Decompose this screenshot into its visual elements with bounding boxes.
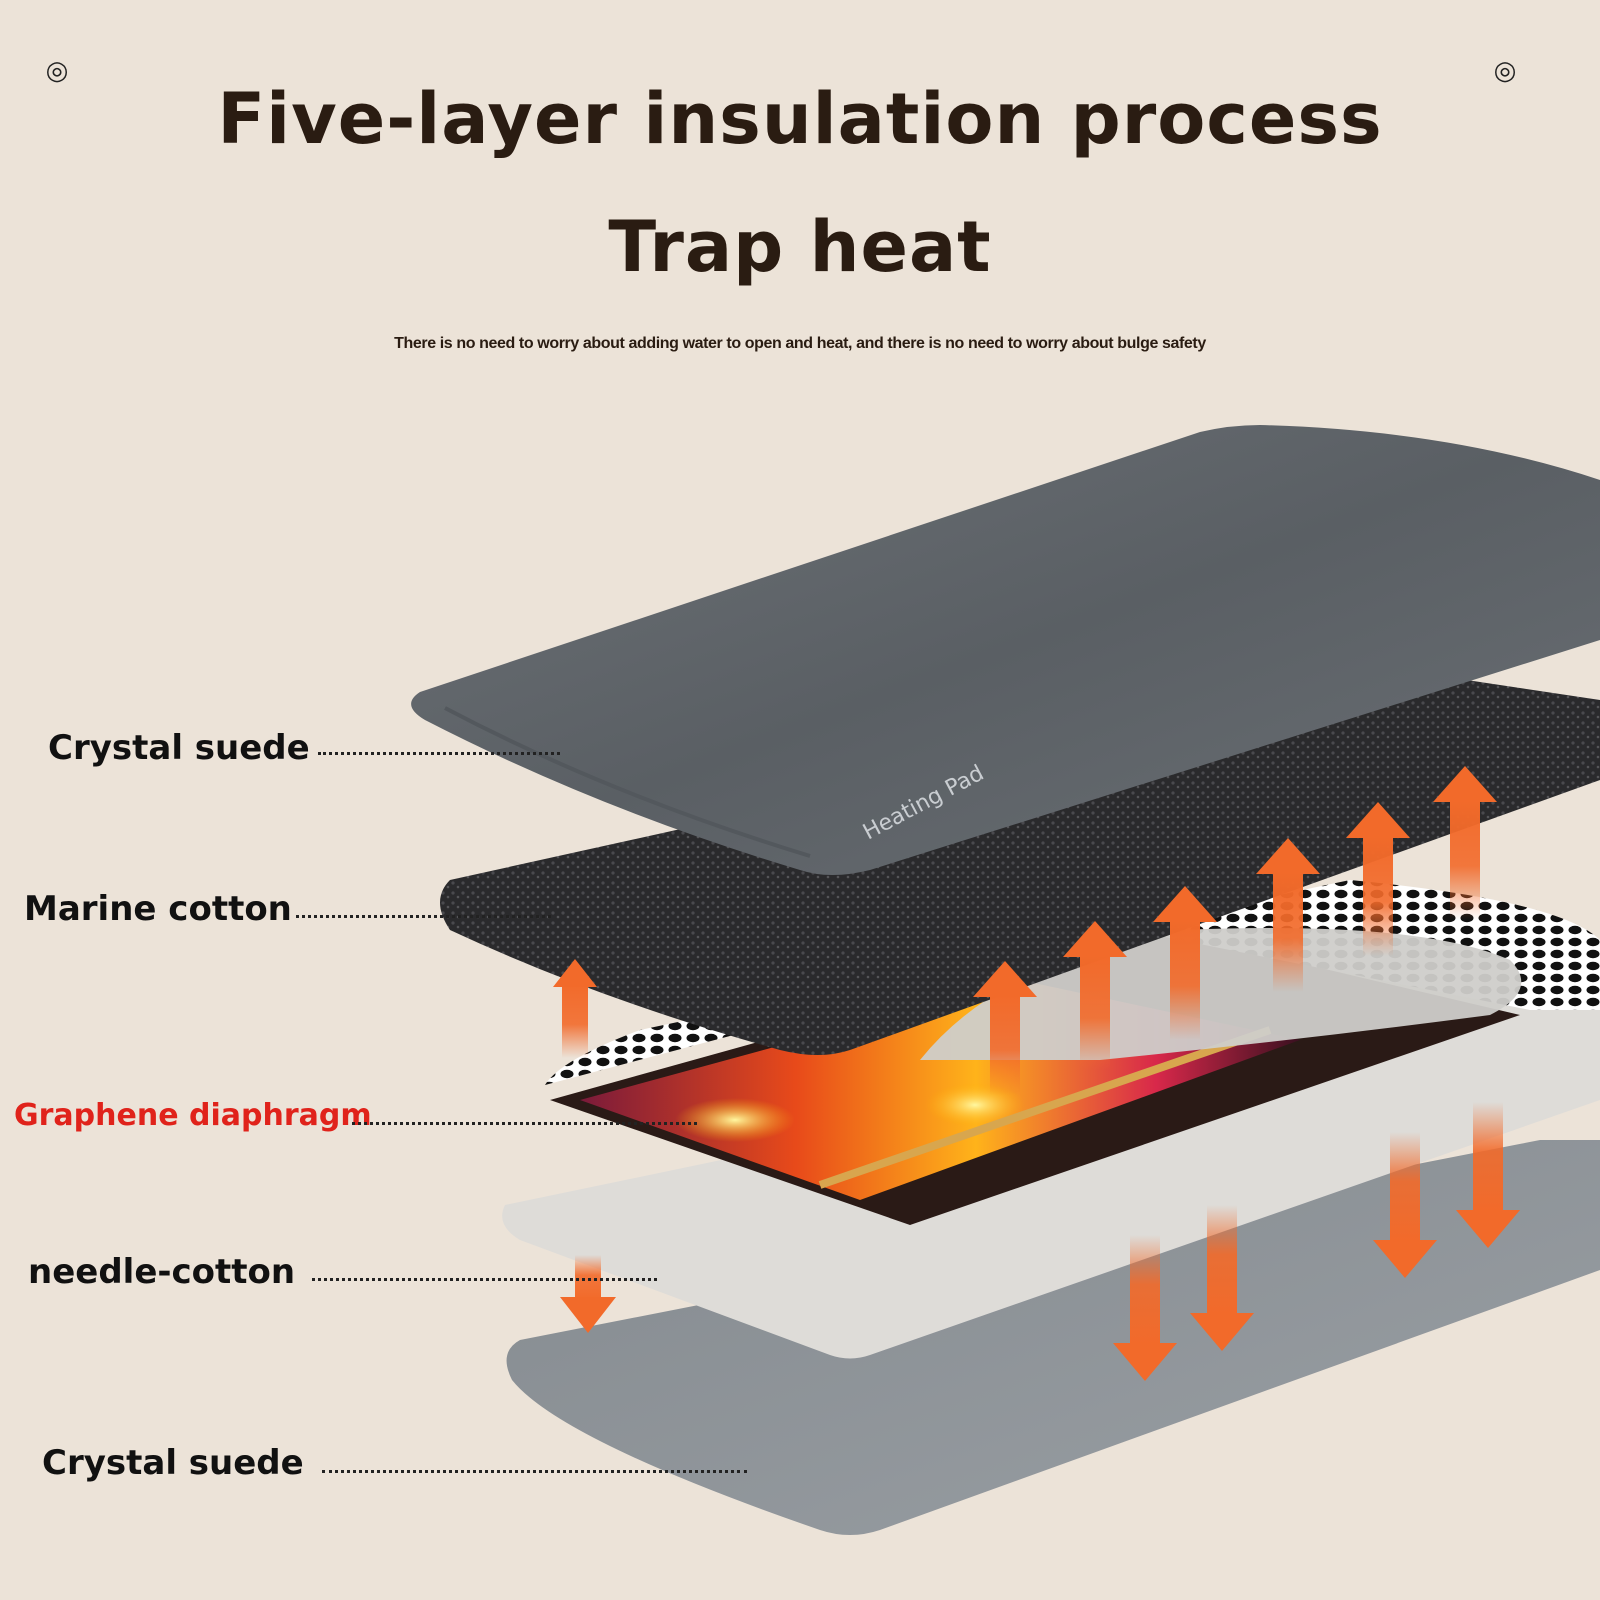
corner-target-icon: ◎ <box>1493 56 1517 86</box>
layer-label-needle-cotton: needle-cotton <box>28 1252 296 1292</box>
heat-arrows-down <box>560 1102 1520 1381</box>
heat-arrow-up <box>1153 886 1217 1040</box>
leader-line <box>318 752 560 755</box>
heat-arrow-up <box>1346 802 1410 956</box>
leader-line <box>322 1470 747 1473</box>
heat-arrow-up <box>1433 766 1497 920</box>
crystal-suede-bottom-layer <box>506 1140 1600 1535</box>
corner-target-icon: ◎ <box>45 56 69 86</box>
heat-arrows-up <box>553 766 1497 1095</box>
layer-label-graphene-diaphragm: Graphene diaphragm <box>14 1098 372 1133</box>
heat-arrow-up <box>553 959 597 1058</box>
crystal-suede-top-layer <box>411 425 1600 875</box>
page-subtitle: Trap heat <box>608 206 992 288</box>
needle-cotton-layer <box>502 1000 1600 1359</box>
page-title: Five-layer insulation process <box>217 78 1383 160</box>
heat-hotspot <box>675 1098 795 1142</box>
heat-arrow-down <box>560 1255 616 1333</box>
heat-arrow-up <box>973 961 1037 1095</box>
heat-arrow-down <box>1190 1205 1254 1351</box>
layer-label-crystal-suede-top: Crystal suede <box>48 728 310 768</box>
leader-line <box>312 1278 657 1281</box>
marine-cotton-layer <box>440 670 1600 1055</box>
heat-arrow-down <box>1113 1235 1177 1381</box>
heat-arrow-down <box>1456 1102 1520 1248</box>
heat-arrow-down <box>1373 1132 1437 1278</box>
suede-seam-line <box>444 706 811 858</box>
gold-trace-line <box>818 1026 1272 1189</box>
leader-line <box>296 915 551 918</box>
layer-label-marine-cotton: Marine cotton <box>24 889 292 929</box>
layer-label-crystal-suede-bottom: Crystal suede <box>42 1443 304 1483</box>
heat-arrow-up <box>1063 921 1127 1070</box>
heat-arrow-up <box>1256 838 1320 992</box>
description-text: There is no need to worry about adding w… <box>394 335 1206 352</box>
leader-line <box>352 1122 697 1125</box>
